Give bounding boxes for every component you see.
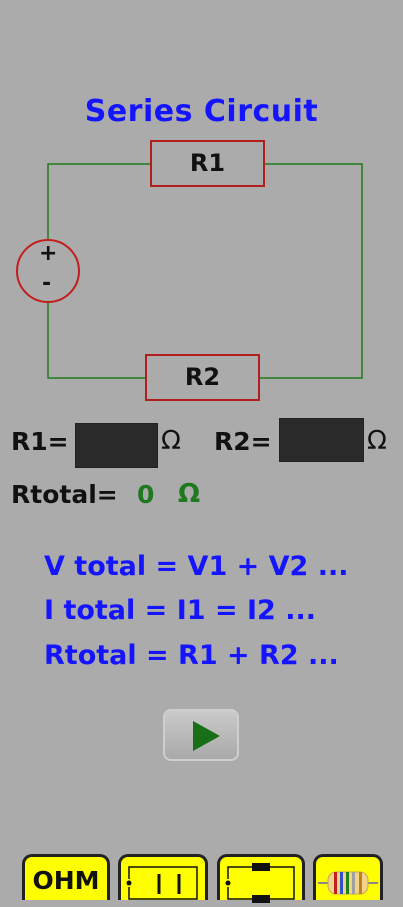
tab-parallel-circuit[interactable] [217, 854, 305, 903]
page-title: Series Circuit [84, 94, 319, 129]
formula-resistance: Rtotal = R1 + R2 ... [44, 640, 339, 671]
play-button[interactable] [163, 709, 239, 761]
series-circuit-icon [125, 866, 198, 900]
rtotal-unit: Ω [178, 479, 201, 509]
resistor-r1-label: R1 [189, 149, 226, 177]
r2-input[interactable] [279, 418, 364, 462]
source-minus-sign: - [42, 271, 52, 296]
resistor-r2-label: R2 [184, 363, 221, 391]
r1-input-label: R1= [11, 427, 69, 456]
r2-input-label: R2= [214, 427, 272, 456]
r1-input[interactable] [75, 423, 158, 468]
r2-unit: Ω [367, 426, 387, 456]
rtotal-label: Rtotal= [11, 480, 118, 509]
formula-voltage: V total = V1 + V2 ... [44, 551, 349, 582]
tab-resistor-color-code[interactable] [313, 854, 383, 900]
formula-current: I total = I1 = I2 ... [44, 595, 316, 626]
source-plus-sign: + [39, 241, 58, 266]
r1-unit: Ω [161, 426, 181, 456]
rtotal-value: 0 [137, 480, 155, 509]
parallel-circuit-icon [224, 863, 295, 903]
resistor-r2: R2 [145, 354, 260, 401]
voltage-source: + - [16, 239, 80, 303]
tab-series-circuit[interactable] [118, 854, 208, 900]
tab-ohm-label: OHM [32, 866, 100, 895]
tab-ohm[interactable]: OHM [22, 854, 110, 900]
play-icon [193, 721, 220, 751]
circuit-wires [47, 163, 363, 379]
resistor-r1: R1 [150, 140, 265, 187]
resistor-color-code-icon [318, 871, 378, 895]
